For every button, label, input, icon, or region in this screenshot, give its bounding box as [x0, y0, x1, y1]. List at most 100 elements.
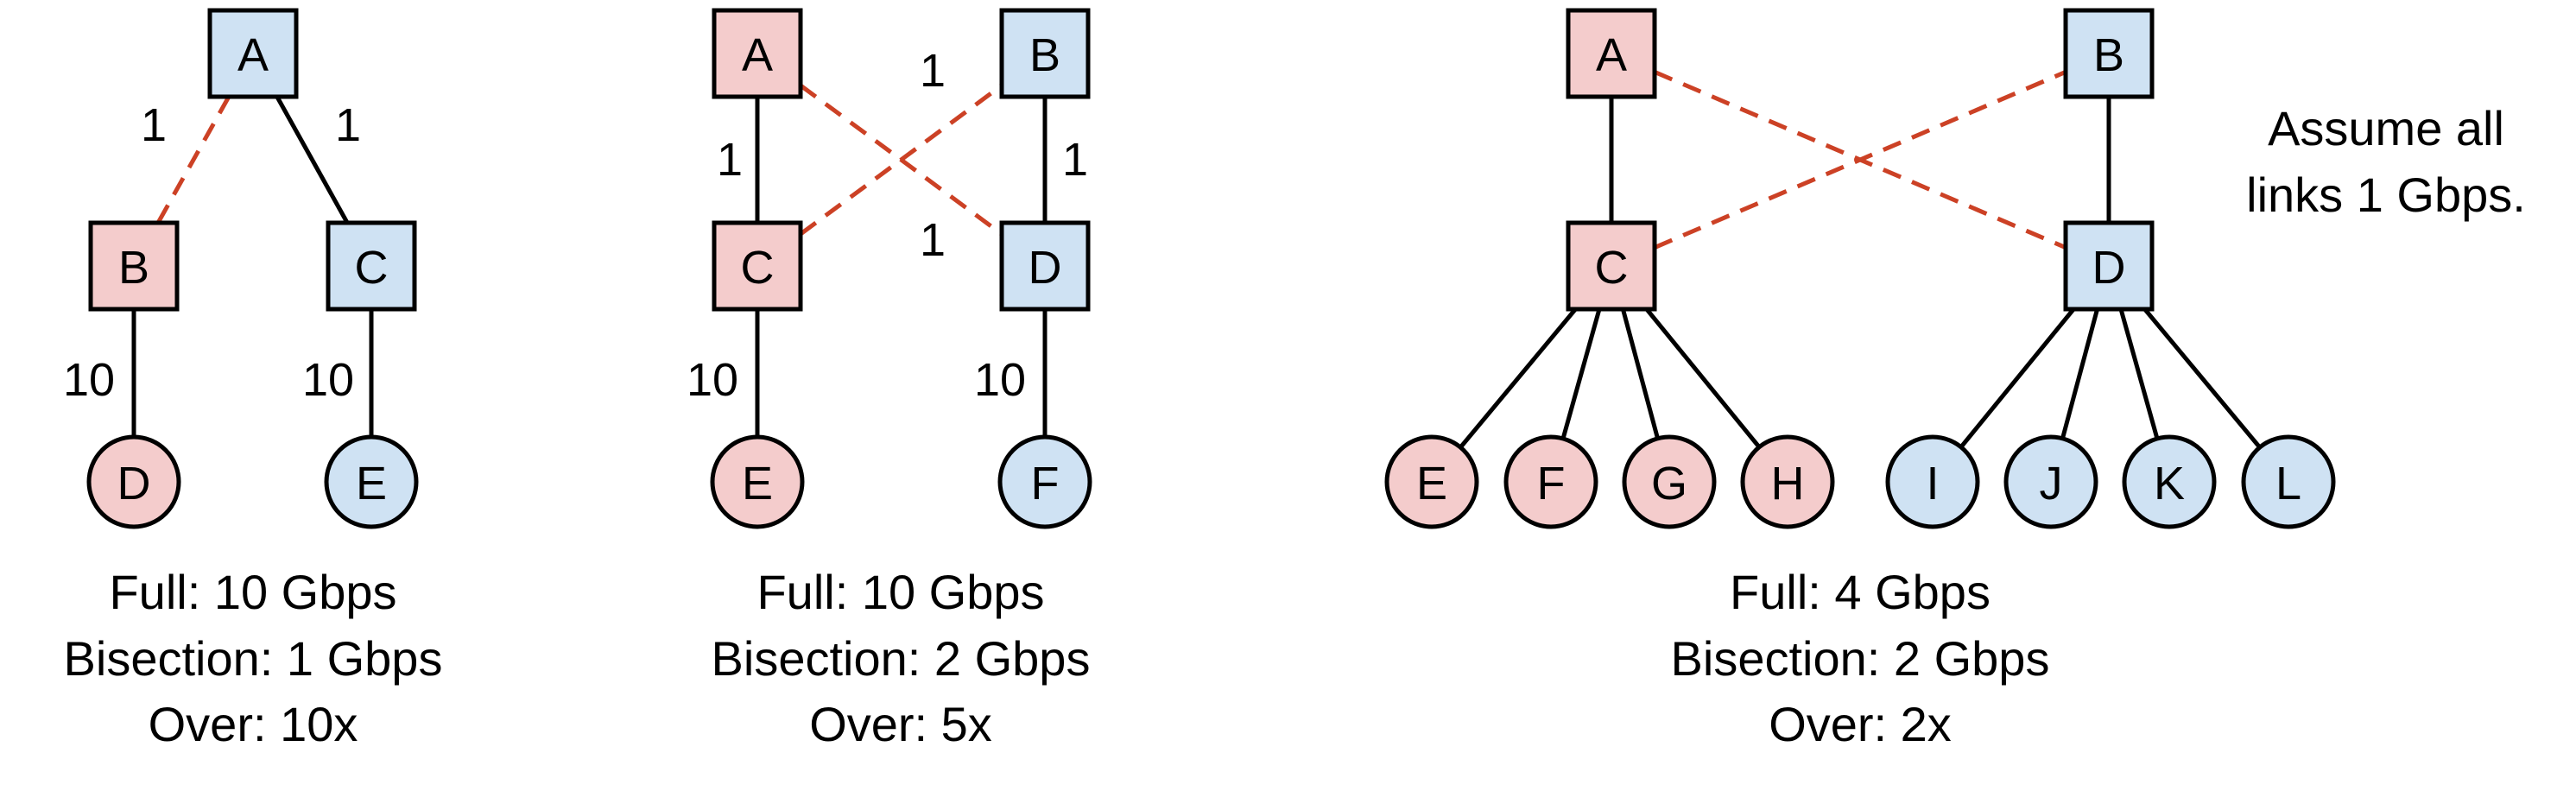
node-label: F [1031, 458, 1060, 509]
host-circle [1622, 434, 1717, 529]
link-label: 10 [974, 354, 1026, 406]
switch-square [1566, 8, 1657, 99]
caption-line-3: Over: 5x [809, 697, 992, 751]
node-label: A [742, 29, 773, 81]
link-c-b [799, 83, 1003, 237]
node-f: F [997, 434, 1092, 529]
host-circle [710, 434, 805, 529]
node-label: E [1416, 458, 1447, 509]
switch-square [2063, 220, 2155, 312]
host-circle [997, 434, 1092, 529]
node-label: A [1596, 29, 1627, 81]
switch-square [1566, 220, 1657, 312]
node-label: D [117, 458, 151, 509]
caption-line-3: Over: 2x [1769, 697, 1952, 751]
link-c-g [1620, 308, 1660, 440]
node-b: B [999, 8, 1091, 99]
node-label: C [741, 242, 775, 294]
switch-square [2063, 8, 2155, 99]
node-e: E [1384, 434, 1479, 529]
node-label: G [1651, 458, 1687, 509]
node-i: I [1885, 434, 1980, 529]
link-label: 10 [687, 354, 738, 406]
node-label: A [237, 29, 269, 81]
host-circle [86, 434, 181, 529]
node-label: D [2092, 242, 2126, 294]
caption-line-2: Bisection: 2 Gbps [1671, 631, 2050, 686]
switch-square [207, 8, 299, 99]
link-c-h [1644, 307, 1762, 449]
switch-square [88, 220, 180, 312]
link-label: 1 [717, 134, 743, 186]
node-label: H [1771, 458, 1805, 509]
assumption-note-line-1: Assume all [2268, 101, 2504, 155]
link-label: 1 [141, 99, 167, 151]
caption-line-3: Over: 10x [149, 697, 358, 751]
node-f: F [1503, 434, 1598, 529]
host-circle [1503, 434, 1598, 529]
caption-line-1: Full: 10 Gbps [756, 565, 1044, 619]
node-h: H [1740, 434, 1835, 529]
node-k: K [2122, 434, 2217, 529]
caption-line-2: Bisection: 1 Gbps [64, 631, 443, 686]
link-d-j [2060, 308, 2100, 440]
node-label: C [355, 242, 389, 294]
link-a-b [155, 95, 231, 225]
node-label: E [356, 458, 387, 509]
node-label: J [2040, 458, 2063, 509]
caption-line-2: Bisection: 2 Gbps [712, 631, 1091, 686]
link-d-i [1959, 307, 2076, 449]
node-label: I [1926, 458, 1939, 509]
node-a: A [712, 8, 803, 99]
link-c-b [1654, 70, 2066, 250]
node-d: D [999, 220, 1091, 312]
link-c-e [1459, 307, 1578, 449]
node-label: K [2154, 458, 2185, 509]
node-b: B [2063, 8, 2155, 99]
node-label: L [2275, 458, 2301, 509]
link-a-c [275, 95, 350, 225]
host-circle [1384, 434, 1479, 529]
node-e: E [324, 434, 419, 529]
caption-line-1: Full: 4 Gbps [1730, 565, 1991, 619]
host-circle [324, 434, 419, 529]
node-a: A [207, 8, 299, 99]
node-l: L [2241, 434, 2336, 529]
node-label: C [1595, 242, 1629, 294]
host-circle [1740, 434, 1835, 529]
link-label: 10 [302, 354, 354, 406]
node-label: D [1029, 242, 1062, 294]
node-g: G [1622, 434, 1717, 529]
node-e: E [710, 434, 805, 529]
link-label: 1 [920, 45, 946, 97]
assumption-note: Assume all links 1 Gbps. [2246, 101, 2526, 222]
link-label: 1 [1062, 134, 1088, 186]
host-circle [1885, 434, 1980, 529]
node-a: A [1566, 8, 1657, 99]
node-c: C [712, 220, 803, 312]
link-d-l [2142, 307, 2262, 449]
link-label: 1 [335, 99, 361, 151]
host-circle [2241, 434, 2336, 529]
switch-square [999, 220, 1091, 312]
link-label: 10 [63, 354, 115, 406]
assumption-note-line-2: links 1 Gbps. [2246, 168, 2526, 222]
node-label: B [1029, 29, 1060, 81]
node-label: F [1537, 458, 1566, 509]
node-d: D [86, 434, 181, 529]
switch-square [712, 8, 803, 99]
node-label: E [742, 458, 773, 509]
caption-line-1: Full: 10 Gbps [109, 565, 396, 619]
node-d: D [2063, 220, 2155, 312]
link-label: 1 [920, 214, 946, 266]
link-c-f [1560, 308, 1602, 440]
node-b: B [88, 220, 180, 312]
node-label: B [2093, 29, 2124, 81]
node-j: J [2003, 434, 2098, 529]
host-circle [2122, 434, 2217, 529]
node-c: C [326, 220, 417, 312]
node-label: B [118, 242, 149, 294]
